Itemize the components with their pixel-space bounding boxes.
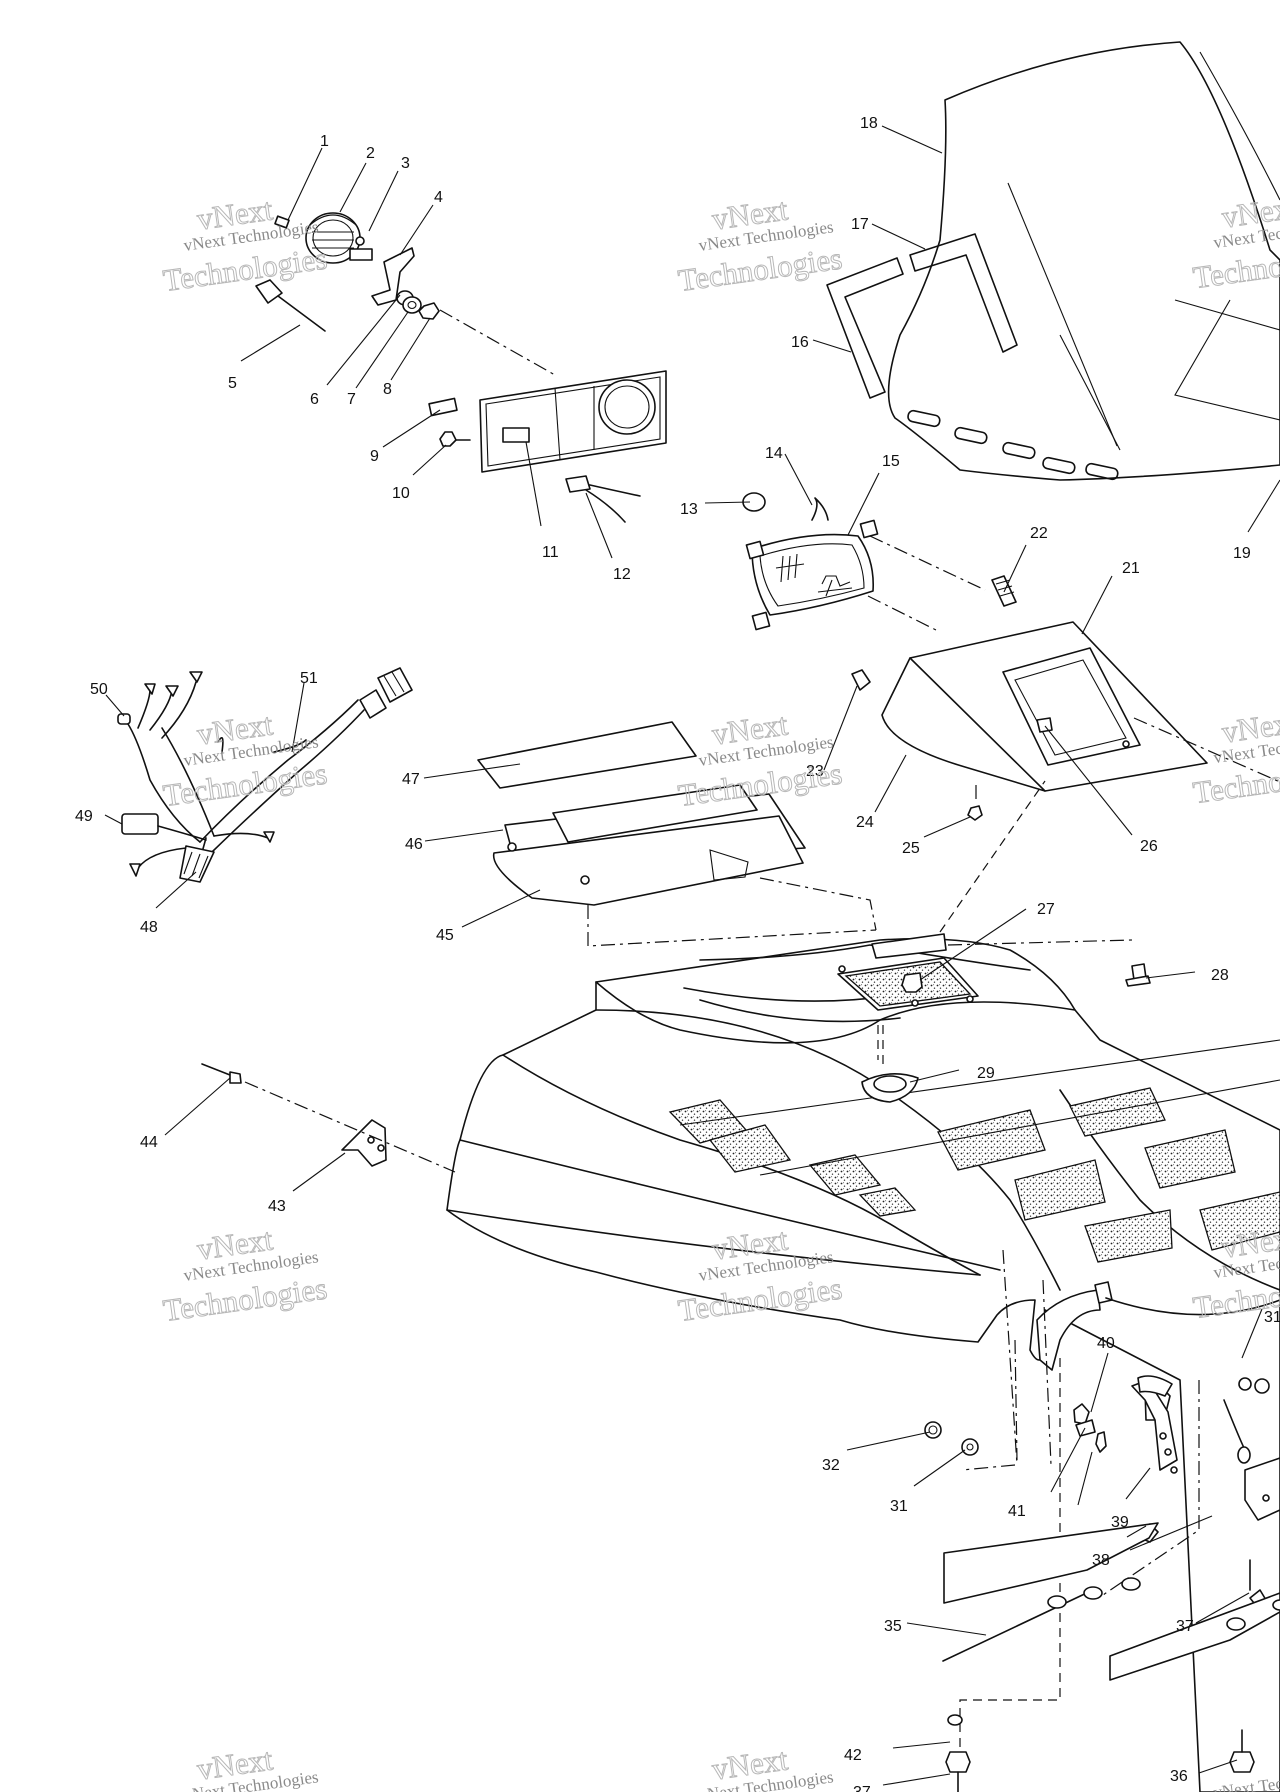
callout-22: 22: [1030, 525, 1048, 542]
callout-48: 48: [140, 919, 158, 936]
windshield: [887, 41, 1280, 481]
callout-38: 38: [1092, 1552, 1110, 1569]
watermark-top-left: vNext vNext Technologies Technologies: [161, 191, 330, 299]
callout-37-bottom: 37: [853, 1784, 871, 1792]
callout-23: 23: [806, 763, 824, 780]
callout-47: 47: [402, 771, 420, 788]
watermark-top-right: vNext vNext Technologies Technologies: [1190, 189, 1280, 296]
callout-40: 40: [1097, 1335, 1115, 1352]
callout-3: 3: [401, 155, 410, 172]
windshield-trim-strips: [826, 233, 1018, 399]
watermark-bottom-center: vNext vNext Technologies: [697, 1741, 834, 1792]
callout-26: 26: [1140, 838, 1158, 855]
callout-29: 29: [977, 1065, 995, 1082]
bracket-and-rivet: [201, 1063, 456, 1173]
hood: [446, 937, 1280, 1792]
hood-access-panel: [837, 780, 1151, 1060]
callout-10: 10: [392, 485, 410, 502]
watermark-lower-left: vNext vNext Technologies Technologies: [161, 1221, 330, 1329]
callout-21: 21: [1122, 560, 1140, 577]
callout-43: 43: [268, 1198, 286, 1215]
callout-6: 6: [310, 391, 319, 408]
callout-50: 50: [90, 681, 108, 698]
hood-grommet: [861, 1025, 919, 1103]
callout-31-right: 31: [1264, 1309, 1280, 1326]
callout-42: 42: [844, 1747, 862, 1764]
callout-46: 46: [405, 836, 423, 853]
wiring-harness: [117, 667, 413, 883]
callout-32: 32: [822, 1457, 840, 1474]
callout-16: 16: [791, 334, 809, 351]
callout-15: 15: [882, 453, 900, 470]
callout-13: 13: [680, 501, 698, 518]
callout-9: 9: [370, 448, 379, 465]
callout-17: 17: [851, 216, 869, 233]
callout-24: 24: [856, 814, 874, 831]
speedometer-cable: [255, 279, 326, 332]
leader-lines: [104, 125, 1280, 1786]
callout-1: 1: [320, 133, 329, 150]
hood-mount-hardware: [924, 1249, 1280, 1792]
callout-labels: 1 2 3 4 5 6 7 8 9 10 11 12 13 14 15 16 1…: [75, 115, 1280, 1792]
callout-25: 25: [902, 840, 920, 857]
callout-39: 39: [1111, 1514, 1129, 1531]
callout-14: 14: [765, 445, 783, 462]
callout-12: 12: [613, 566, 631, 583]
callout-36: 36: [1170, 1768, 1188, 1785]
headlight-shroud: [851, 575, 1280, 821]
hood-vents: [668, 1039, 1280, 1263]
callout-7: 7: [347, 391, 356, 408]
instrument-panel: [428, 370, 667, 523]
callout-27: 27: [1037, 901, 1055, 918]
headlight-assembly: [742, 492, 986, 633]
callout-45: 45: [436, 927, 454, 944]
callout-31: 31: [890, 1498, 908, 1515]
callout-51: 51: [300, 670, 318, 687]
callout-28: 28: [1211, 967, 1229, 984]
storage-tray: [477, 721, 877, 947]
callout-41: 41: [1008, 1503, 1026, 1520]
watermark-bottom-left: vNext vNext Technologies: [182, 1741, 319, 1792]
windshield-vent-tabs: [907, 409, 1119, 481]
callout-2: 2: [366, 145, 375, 162]
callout-4: 4: [434, 189, 443, 206]
callout-35: 35: [884, 1618, 902, 1635]
callout-44: 44: [140, 1134, 158, 1151]
callout-8: 8: [383, 381, 392, 398]
speedometer-assembly: [274, 212, 556, 376]
callout-49: 49: [75, 808, 93, 825]
callout-19: 19: [1233, 545, 1251, 562]
callout-5: 5: [228, 375, 237, 392]
watermark-top-center: vNext vNext Technologies Technologies: [676, 191, 845, 299]
callout-11: 11: [542, 544, 559, 561]
callout-37-right: 37: [1176, 1618, 1194, 1635]
callout-18: 18: [860, 115, 878, 132]
